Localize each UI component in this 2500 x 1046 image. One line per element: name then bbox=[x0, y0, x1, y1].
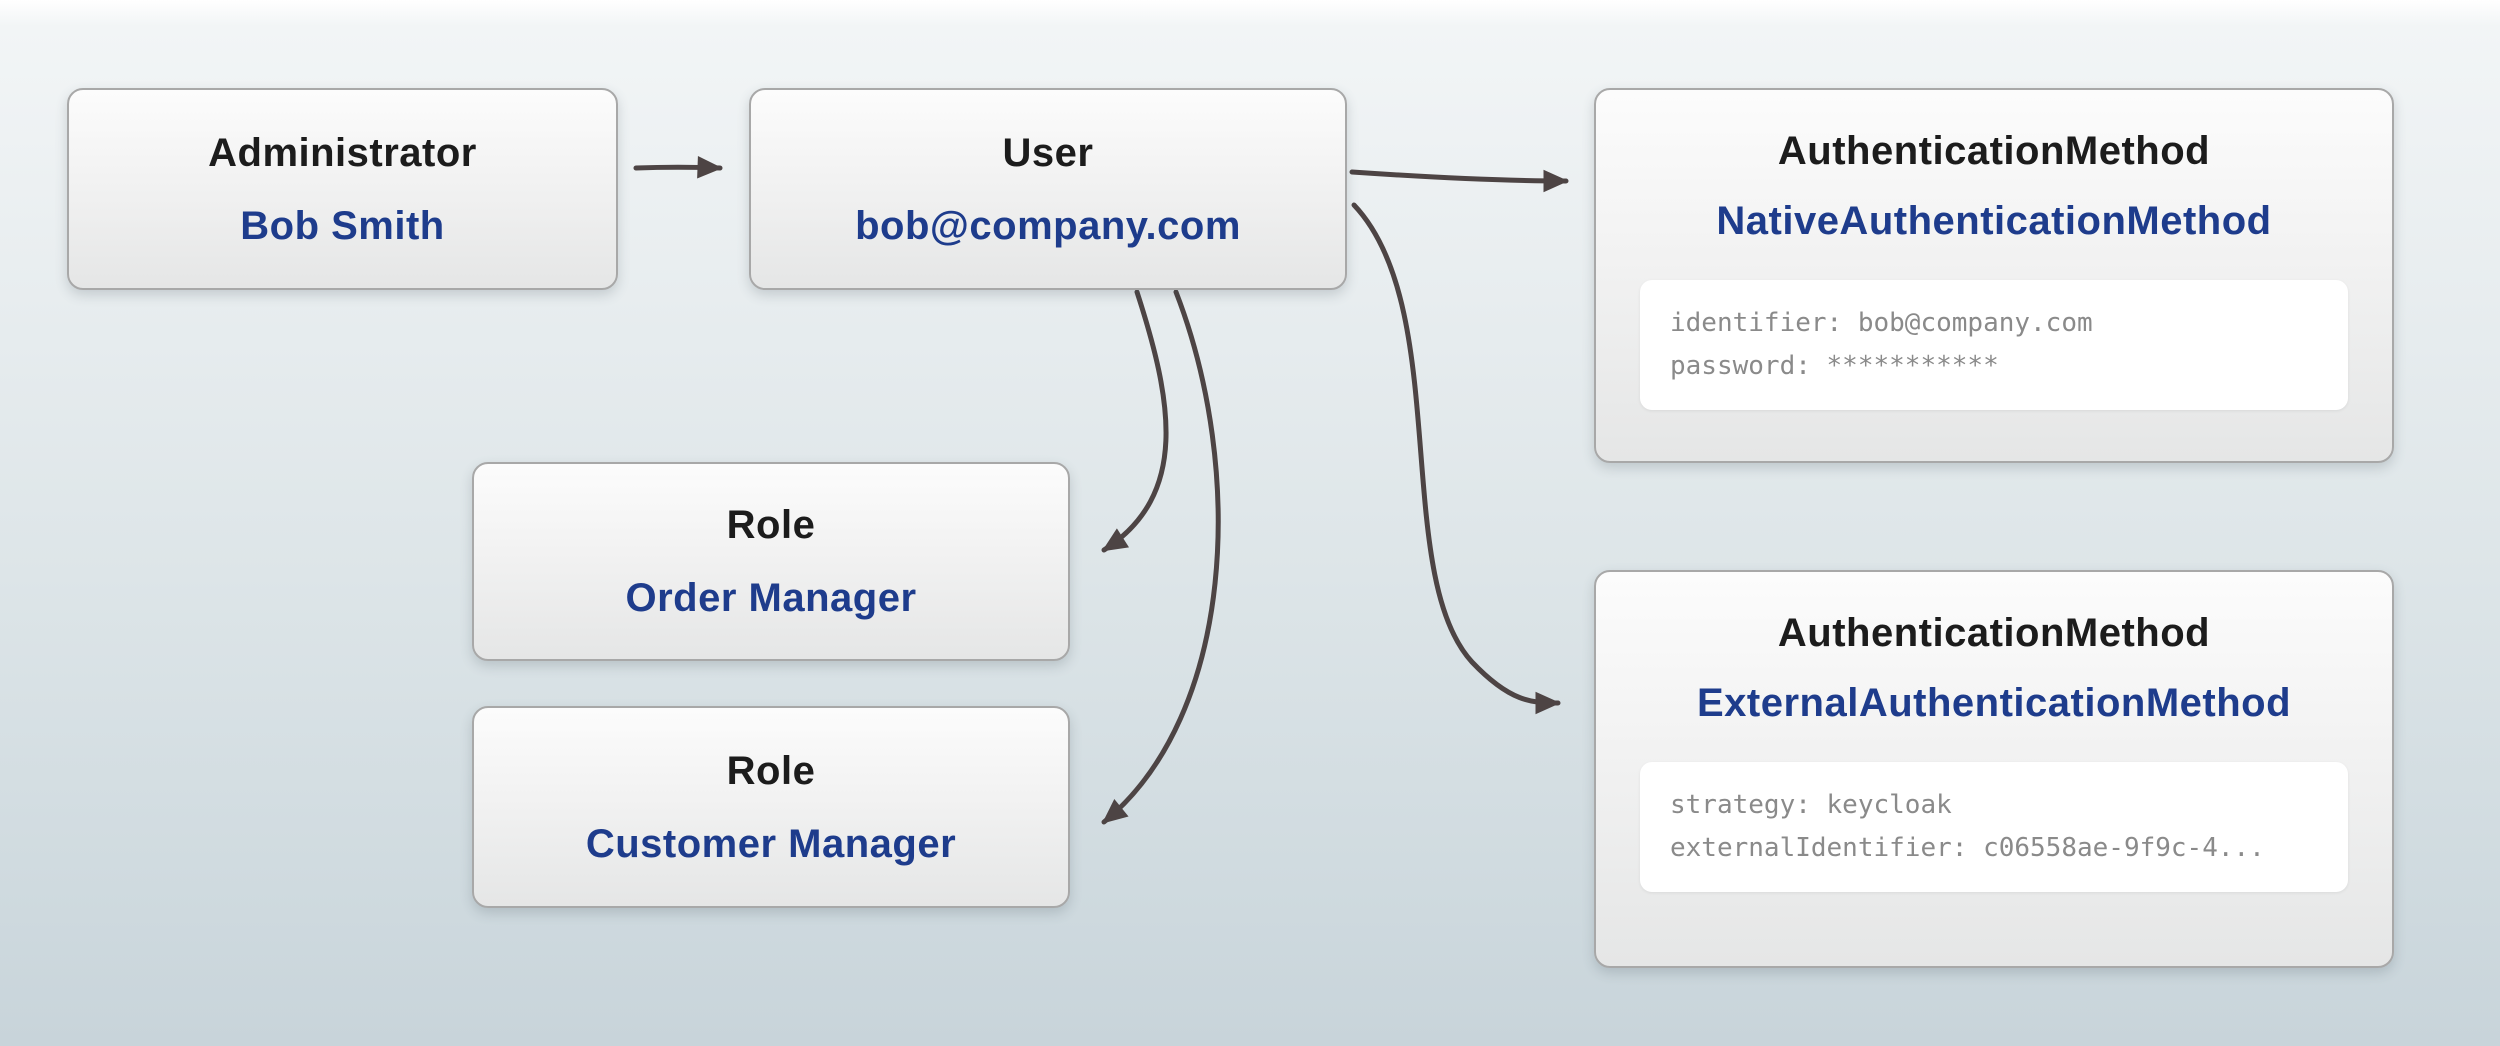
properties-panel: strategy: keycloak externalIdentifier: c… bbox=[1640, 762, 2348, 892]
node-type-label: User bbox=[1002, 130, 1094, 175]
node-external-authentication-method: AuthenticationMethod ExternalAuthenticat… bbox=[1594, 570, 2394, 968]
node-value-label: Order Manager bbox=[625, 576, 917, 620]
node-type-label: AuthenticationMethod bbox=[1777, 129, 2211, 173]
property-line: password: *********** bbox=[1670, 350, 1999, 381]
property-line: identifier: bob@company.com bbox=[1670, 308, 2093, 338]
properties-panel: identifier: bob@company.com password: **… bbox=[1640, 280, 2348, 410]
node-type-label: Administrator bbox=[208, 130, 477, 175]
node-value-label: Bob Smith bbox=[240, 203, 445, 248]
node-user: User bob@company.com bbox=[749, 88, 1347, 290]
node-value-label: Customer Manager bbox=[585, 821, 957, 866]
node-native-authentication-method: AuthenticationMethod NativeAuthenticatio… bbox=[1594, 88, 2394, 463]
node-value-label: ExternalAuthenticationMethod bbox=[1696, 681, 2292, 725]
node-value-label: bob@company.com bbox=[855, 203, 1241, 248]
node-type-label: Role bbox=[726, 503, 816, 547]
edge-user-to-native-auth bbox=[1349, 169, 1569, 193]
edge-administrator-to-user bbox=[633, 155, 723, 179]
node-type-label: AuthenticationMethod bbox=[1777, 611, 2211, 655]
edge-user-to-role-order bbox=[1101, 289, 1169, 553]
property-line: externalIdentifier: c06558ae-9f9c-4... bbox=[1670, 832, 2265, 863]
edge-user-to-external-auth bbox=[1351, 202, 1561, 715]
node-type-label: Role bbox=[726, 748, 816, 793]
node-role-customer-manager: Role Customer Manager bbox=[472, 706, 1070, 908]
property-line: strategy: keycloak bbox=[1670, 790, 1952, 820]
node-value-label: NativeAuthenticationMethod bbox=[1716, 199, 2272, 243]
node-role-order-manager: Role Order Manager bbox=[472, 462, 1070, 661]
node-administrator: Administrator Bob Smith bbox=[67, 88, 618, 290]
edge-user-to-role-customer bbox=[1101, 289, 1221, 825]
